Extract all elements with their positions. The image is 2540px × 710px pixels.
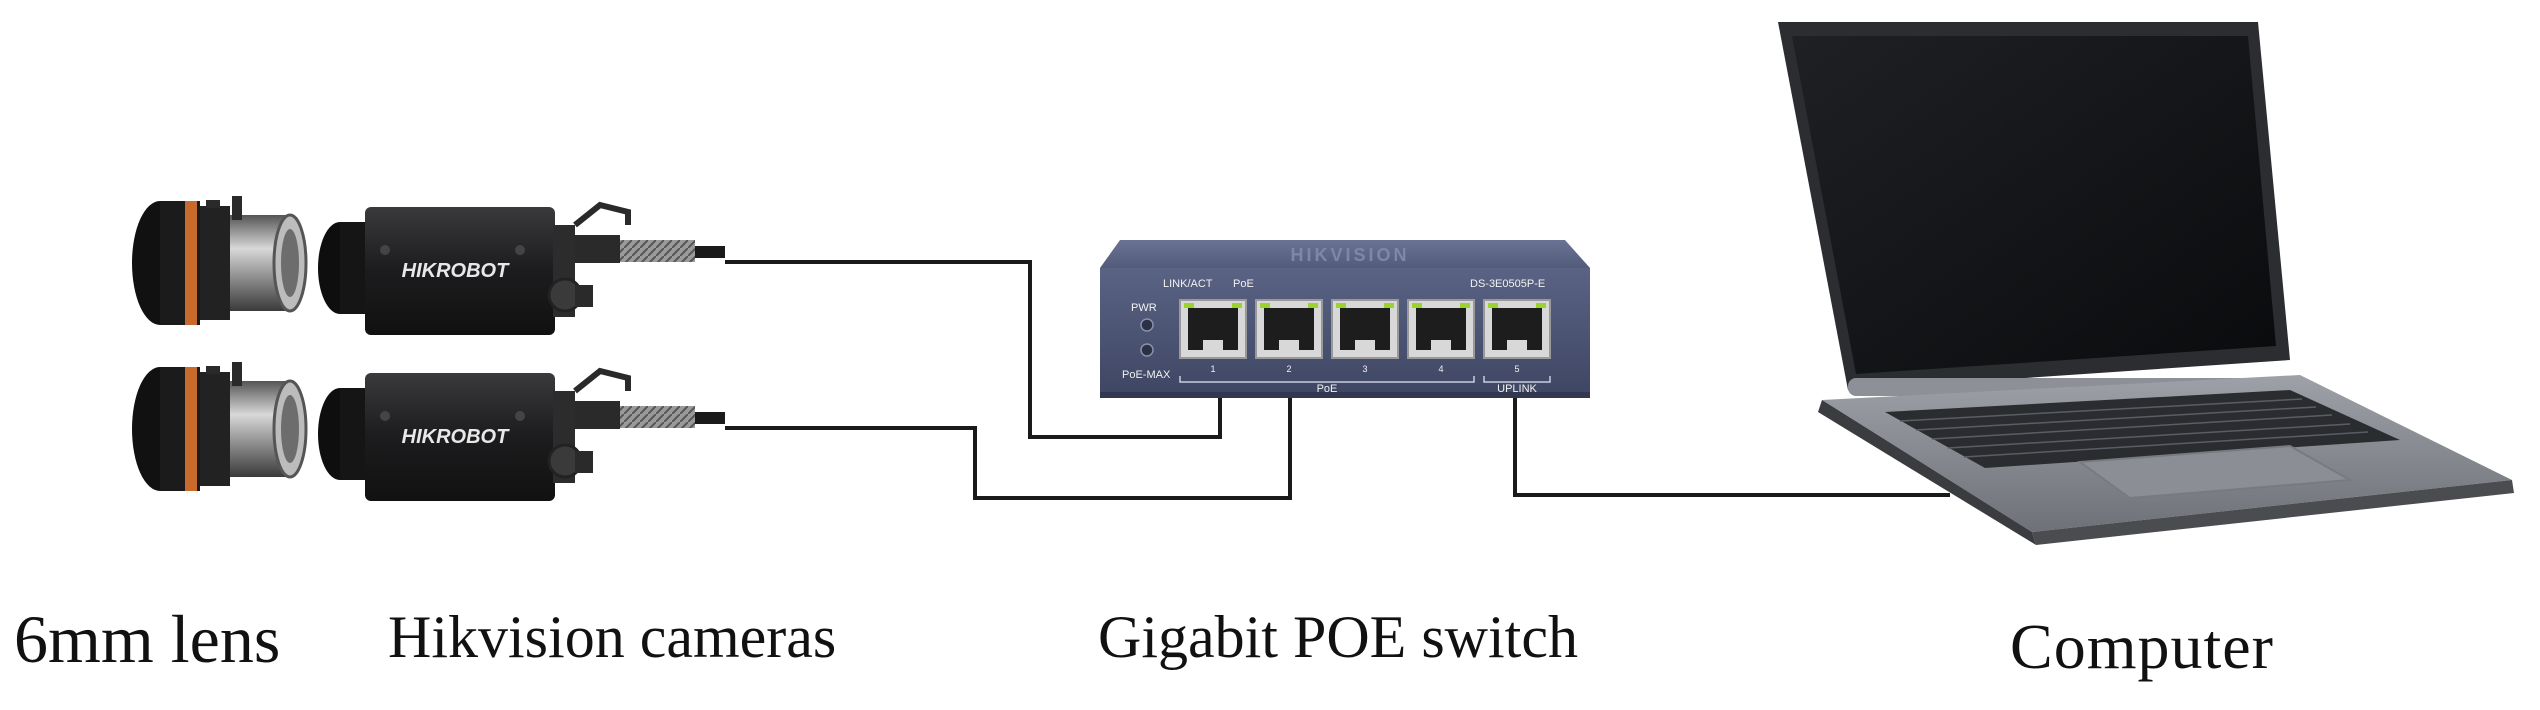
poe-group-label: PoE <box>1317 383 1338 395</box>
port-number-2: 2 <box>1286 364 1291 374</box>
caption-lens: 6mm lens <box>14 601 281 677</box>
cable-camera-top-to-port1 <box>725 260 1222 439</box>
laptop-computer <box>1778 22 2514 545</box>
port-number-3: 3 <box>1362 364 1367 374</box>
lens-top <box>132 196 308 325</box>
caption-cameras: Hikvision cameras <box>388 604 837 670</box>
pwr-label: PWR <box>1131 302 1157 314</box>
camera-bottom: HIKROBOT <box>318 367 725 501</box>
uplink-bracket <box>1483 376 1551 383</box>
lens-bottom <box>132 362 308 491</box>
camera-brand-label-bottom: HIKROBOT <box>402 426 510 448</box>
uplink-label: UPLINK <box>1497 383 1537 395</box>
cable-camera-bottom-to-port2 <box>725 395 1292 500</box>
cable-uplink-to-computer <box>1513 395 1950 497</box>
camera-set-bottom: HIKROBOT <box>132 362 725 501</box>
ethernet-port-2 <box>1255 299 1323 359</box>
poe-switch: HIKVISION LINK/ACT PoE DS-3E0505P-E PWR … <box>1100 240 1590 398</box>
camera-top: HIKROBOT <box>318 201 725 335</box>
switch-model-label: DS-3E0505P-E <box>1470 278 1545 290</box>
camera-brand-label-top: HIKROBOT <box>402 260 510 282</box>
poe-max-led <box>1140 343 1154 357</box>
switch-top-panel <box>1100 240 1590 268</box>
laptop-touchpad <box>2077 444 2354 500</box>
port-number-1: 1 <box>1210 364 1215 374</box>
port-number-5: 5 <box>1514 364 1519 374</box>
poe-status-label: PoE <box>1233 278 1254 290</box>
caption-switch: Gigabit POE switch <box>1098 604 1578 670</box>
pwr-led <box>1140 318 1154 332</box>
camera-set-top: HIKROBOT <box>132 196 725 335</box>
caption-computer: Computer <box>2010 611 2274 682</box>
switch-brand-label: HIKVISION <box>1290 245 1409 265</box>
poe-max-label: PoE-MAX <box>1122 369 1171 381</box>
link-act-label: LINK/ACT <box>1163 278 1213 290</box>
ethernet-port-4 <box>1407 299 1475 359</box>
ethernet-port-3 <box>1331 299 1399 359</box>
ethernet-port-5-uplink <box>1483 299 1551 359</box>
poe-group-bracket <box>1179 376 1475 383</box>
port-number-4: 4 <box>1438 364 1443 374</box>
ethernet-port-1 <box>1179 299 1247 359</box>
network-cables <box>725 260 1950 500</box>
laptop-screen <box>1792 36 2276 374</box>
